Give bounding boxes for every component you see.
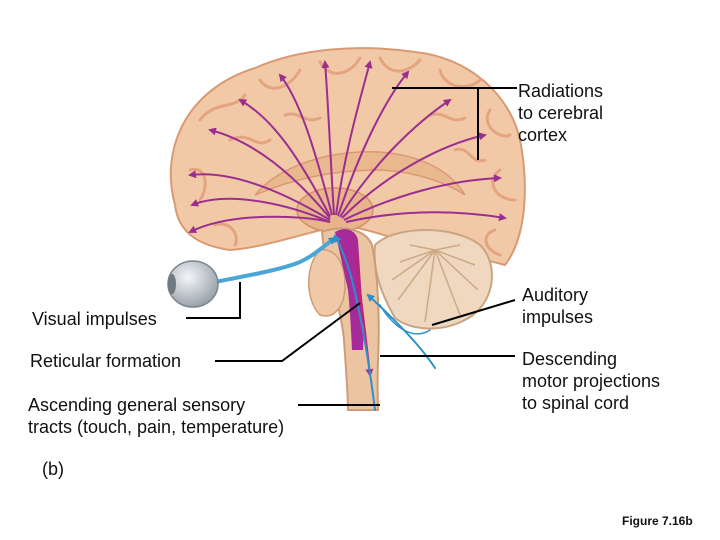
label-visual-impulses: Visual impulses [32, 309, 157, 329]
label-descending-projections: Descending motor projections to spinal c… [522, 349, 661, 413]
label-reticular-formation: Reticular formation [30, 351, 182, 371]
ascending-sensory-tract [334, 234, 376, 411]
label-ascending-tracts: Ascending general sensory tracts (touch,… [28, 395, 285, 437]
cerebellum-folia [391, 244, 479, 323]
label-auditory-impulses: Auditory impulses [522, 285, 594, 327]
auditory-pathway-2 [379, 304, 431, 335]
figure-caption: Figure 7.16b [622, 514, 693, 528]
cortical-radiations [188, 60, 507, 233]
leader-lines [186, 87, 517, 406]
sensory-pathways [213, 234, 436, 411]
cerebellum [373, 229, 493, 330]
pons [308, 249, 346, 317]
optic-pathway [213, 236, 337, 284]
auditory-pathway [366, 293, 436, 369]
label-radiations: Radiations to cerebral cortex [518, 81, 604, 145]
eyeball [167, 260, 219, 308]
panel-label: (b) [42, 459, 64, 479]
